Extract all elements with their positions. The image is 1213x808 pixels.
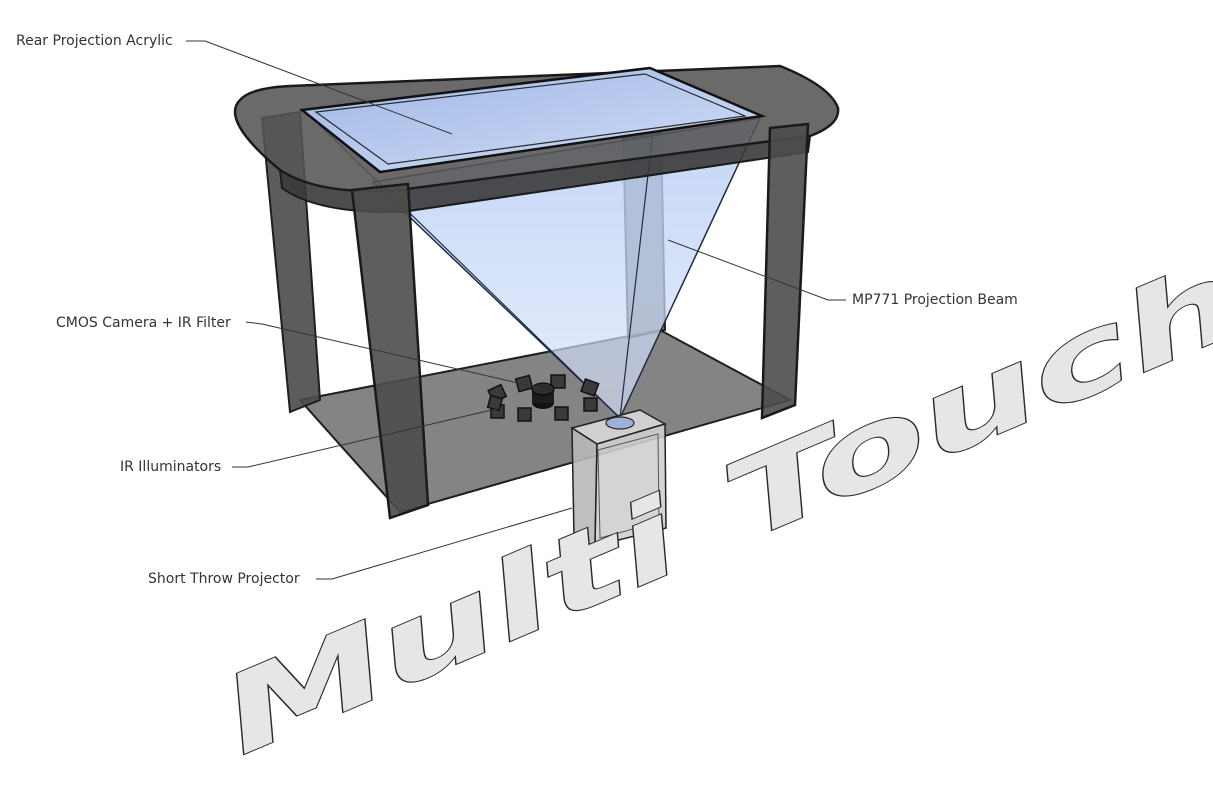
front-right-leg bbox=[760, 122, 810, 420]
cmos-camera bbox=[531, 382, 555, 409]
table-top-edge bbox=[278, 134, 812, 214]
ir-illuminators bbox=[486, 374, 600, 422]
label-cmos-camera: CMOS Camera + IR Filter bbox=[56, 315, 231, 331]
leader-illuminators bbox=[232, 407, 501, 468]
rear-projection-acrylic bbox=[298, 66, 767, 174]
callout-leaders bbox=[186, 40, 846, 580]
leader-rear-acrylic bbox=[186, 40, 453, 135]
leader-camera bbox=[245, 321, 541, 389]
front-left-leg bbox=[350, 182, 430, 520]
label-short-throw-projector: Short Throw Projector bbox=[148, 571, 300, 587]
label-rear-projection-acrylic: Rear Projection Acrylic bbox=[16, 33, 173, 49]
leader-projection-beam bbox=[667, 239, 846, 301]
leader-projector bbox=[316, 507, 573, 580]
label-ir-illuminators: IR Illuminators bbox=[120, 459, 222, 475]
short-throw-projector bbox=[570, 409, 667, 548]
label-projection-beam: MP771 Projection Beam bbox=[852, 292, 1018, 308]
